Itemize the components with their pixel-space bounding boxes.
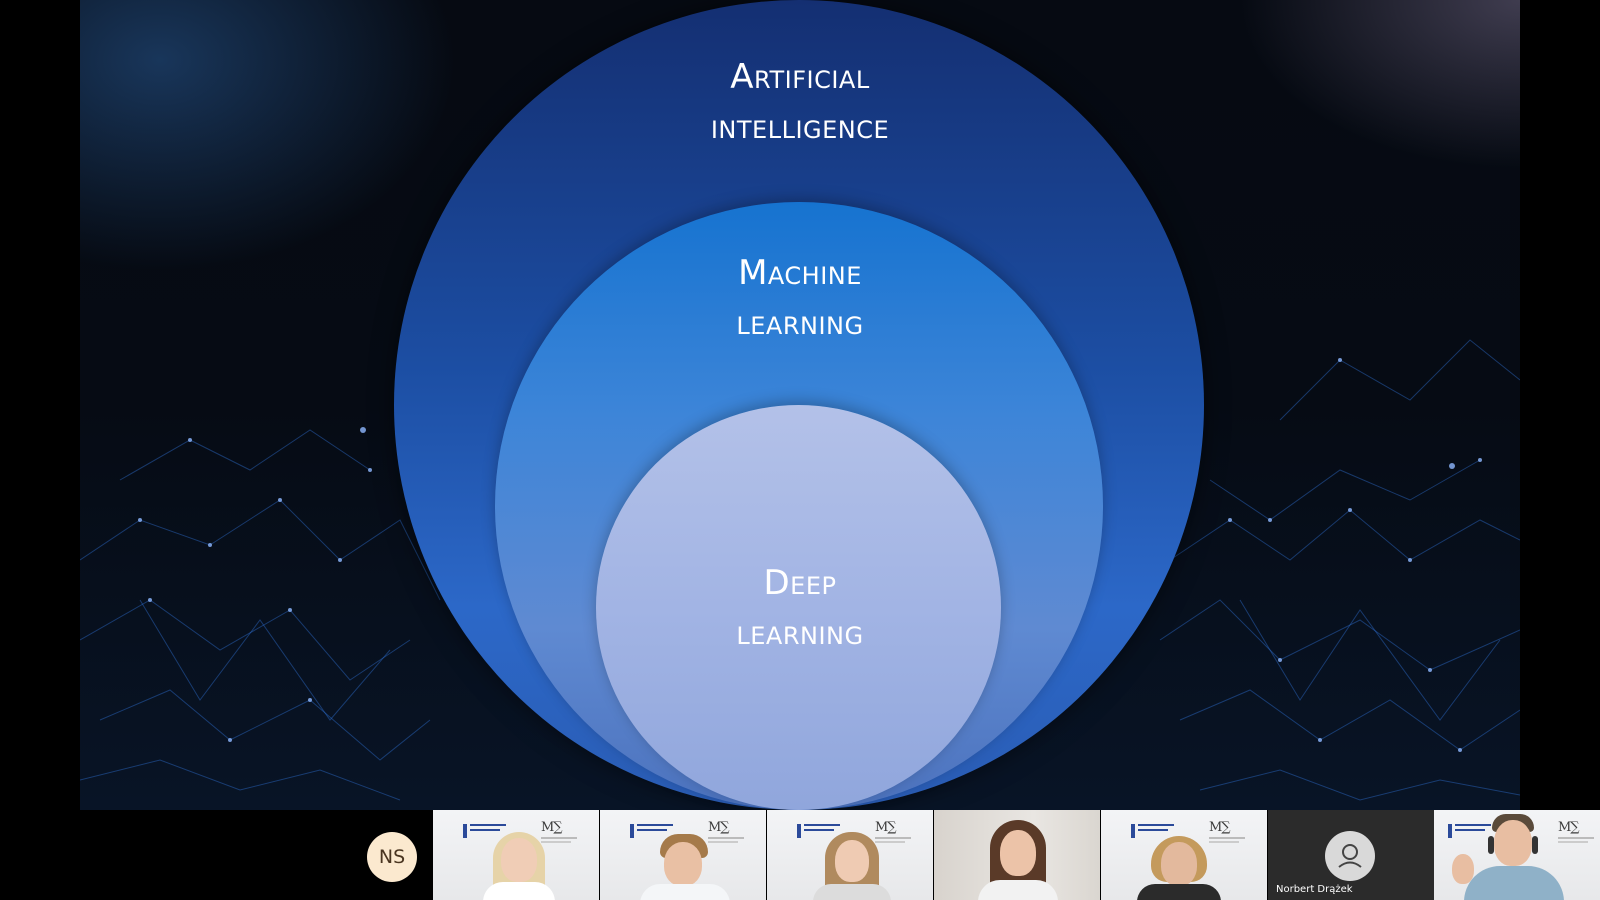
participant-video-tile[interactable]: M∑ bbox=[1101, 810, 1267, 900]
university-logo bbox=[630, 824, 681, 838]
brand-mark: M∑ bbox=[1209, 820, 1249, 843]
participant-name-label: Norbert Drążek bbox=[1276, 884, 1353, 895]
label-line: learning bbox=[736, 303, 864, 343]
deep-learning-circle bbox=[596, 405, 1001, 810]
network-background bbox=[80, 339, 1520, 801]
university-logo bbox=[1131, 824, 1182, 838]
participant-video-tile[interactable]: M∑ bbox=[1434, 810, 1600, 900]
shared-slide: Artificial intelligence Machine learning… bbox=[80, 0, 1520, 810]
label-line: Machine bbox=[738, 253, 862, 293]
deep-learning-label: Deep learning bbox=[680, 558, 920, 658]
university-logo bbox=[1448, 824, 1499, 838]
university-logo bbox=[463, 824, 514, 838]
university-logo bbox=[797, 824, 848, 838]
brand-mark: M∑ bbox=[708, 820, 748, 843]
participant-video-tile[interactable] bbox=[934, 810, 1100, 900]
user-icon bbox=[1325, 831, 1375, 881]
participant-video-tile[interactable]: M∑ bbox=[600, 810, 766, 900]
machine-learning-label: Machine learning bbox=[680, 248, 920, 348]
label-line: learning bbox=[736, 613, 864, 653]
label-line: intelligence bbox=[710, 107, 890, 147]
artificial-intelligence-label: Artificial intelligence bbox=[680, 52, 920, 152]
label-line: Deep bbox=[763, 563, 837, 603]
initials-avatar[interactable]: NS bbox=[367, 832, 417, 882]
label-line: Artificial bbox=[730, 57, 870, 97]
participant-video-tile[interactable]: M∑ bbox=[767, 810, 933, 900]
brand-mark: M∑ bbox=[541, 820, 581, 843]
brand-mark: M∑ bbox=[875, 820, 915, 843]
participant-video-tile[interactable]: M∑ bbox=[433, 810, 599, 900]
brand-mark: M∑ bbox=[1558, 820, 1598, 843]
